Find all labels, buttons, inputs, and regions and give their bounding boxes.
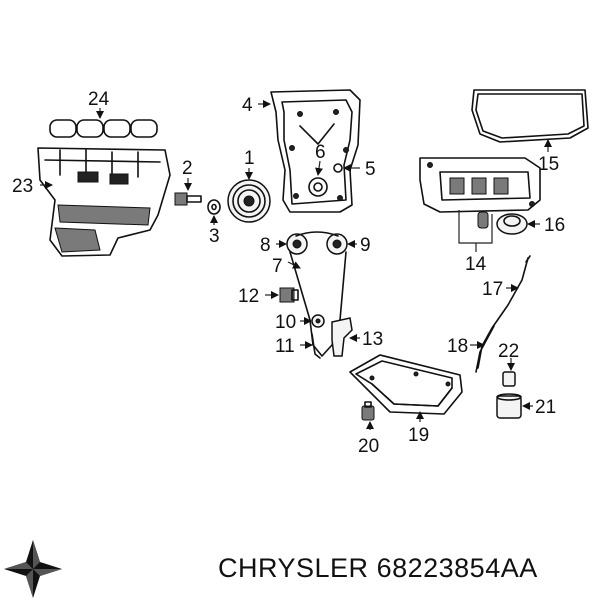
callout-21: 21: [535, 397, 556, 418]
callout-17: 17: [482, 279, 503, 300]
crank-bolt-part: [174, 178, 202, 206]
callout-23: 23: [12, 176, 33, 197]
valve-cover-gasket-part: [471, 89, 589, 152]
timing-cover-part: [258, 89, 361, 213]
callout-5: 5: [365, 159, 376, 180]
cover-plug-part: [333, 163, 360, 173]
callout-7: 7: [272, 256, 283, 277]
pcv-valve-part: [477, 211, 489, 229]
part-number: 68223854AA: [376, 553, 538, 583]
callout-10: 10: [275, 312, 296, 333]
callout-2: 2: [182, 158, 193, 179]
brand-name: CHRYSLER: [218, 553, 369, 583]
callout-13: 13: [362, 329, 383, 350]
callout-8: 8: [260, 235, 271, 256]
callout-22: 22: [498, 341, 519, 362]
intake-cam-sprocket-part: [276, 233, 308, 255]
oil-filter-adapter-part: [502, 358, 516, 387]
callout-18: 18: [447, 336, 468, 357]
crank-sprocket-part: [300, 314, 325, 328]
crank-washer-part: [207, 199, 221, 225]
oil-drain-plug-part: [361, 401, 375, 430]
callout-15: 15: [538, 154, 559, 175]
dipstick-tube-part: [470, 325, 495, 373]
callout-4: 4: [242, 95, 253, 116]
chain-tensioner-part: [265, 287, 299, 303]
oil-filler-cap-part: [496, 213, 540, 235]
intake-manifold-part: [37, 147, 171, 257]
crankshaft-damper-part: [227, 168, 271, 223]
callout-11: 11: [275, 336, 295, 357]
oil-filter-part: [496, 393, 533, 419]
footer-brand-line: CHRYSLER 68223854AA: [218, 553, 538, 584]
callout-24: 24: [88, 89, 110, 110]
exhaust-cam-sprocket-part: [326, 233, 357, 255]
callout-1: 1: [244, 148, 255, 169]
valve-cover-part: [419, 157, 541, 252]
callout-20: 20: [358, 436, 379, 457]
oil-pan-part: [349, 354, 463, 422]
callout-3: 3: [209, 226, 220, 247]
callout-19: 19: [408, 425, 429, 446]
front-crank-seal-part: [308, 160, 328, 197]
callout-12: 12: [238, 286, 259, 307]
callout-9: 9: [360, 235, 371, 256]
callout-14: 14: [465, 254, 487, 275]
chain-guide-part: [331, 317, 360, 357]
callout-16: 16: [544, 215, 565, 236]
callout-6: 6: [315, 142, 326, 163]
intake-gasket-part: [49, 108, 158, 138]
chain-tensioner-arm-part: [300, 333, 321, 359]
chrysler-star-logo: [4, 540, 62, 598]
